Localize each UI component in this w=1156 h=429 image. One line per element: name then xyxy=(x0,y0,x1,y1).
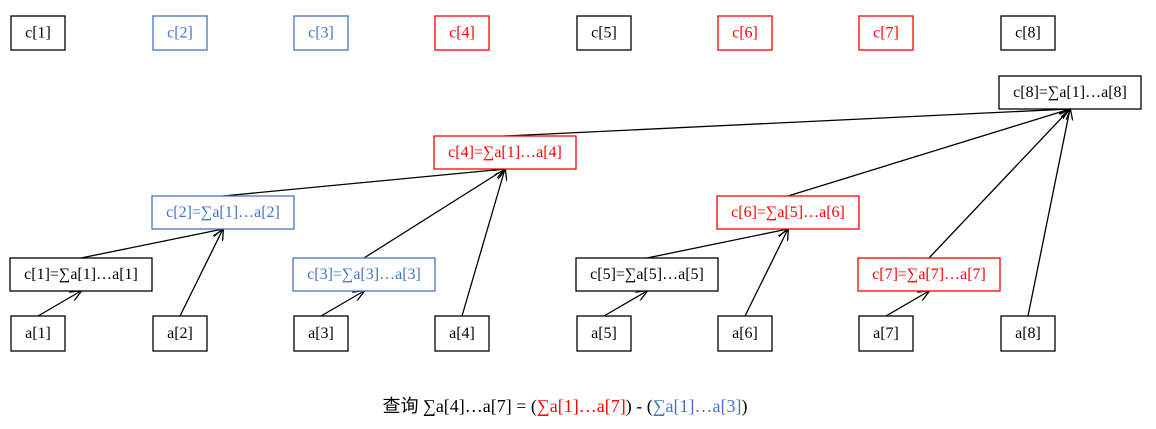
top-box-c6 xyxy=(717,15,773,51)
tree-box-n6 xyxy=(716,195,860,230)
tree-label-n2: c[2]=∑a[1]…a[2] xyxy=(166,204,280,221)
top-label-c7: c[7] xyxy=(873,25,899,42)
edge-a7-to-n7 xyxy=(885,291,929,317)
query-suffix: ) xyxy=(742,396,748,417)
edge-a5-to-n5 xyxy=(603,291,647,317)
edge-a2-to-n2 xyxy=(179,229,223,317)
edge-n3-to-n4 xyxy=(363,169,505,259)
array-label-a1: a[1] xyxy=(25,325,51,342)
query-part2: ∑a[1]…a[3] xyxy=(653,396,742,416)
edge-a1-to-n1 xyxy=(37,291,81,317)
tree-box-n5 xyxy=(575,257,719,292)
top-box-c1 xyxy=(10,15,66,51)
query-part1: ∑a[1]…a[7] xyxy=(537,396,626,416)
array-label-a7: a[7] xyxy=(873,325,899,342)
top-box-c3 xyxy=(293,15,349,51)
array-box-a4 xyxy=(434,315,490,352)
array-box-a5 xyxy=(576,315,632,352)
tree-box-n2 xyxy=(151,195,295,230)
array-label-a8: a[8] xyxy=(1015,325,1041,342)
array-label-a6: a[6] xyxy=(732,325,758,342)
top-box-c5 xyxy=(576,15,632,51)
tree-label-n6: c[6]=∑a[5]…a[6] xyxy=(731,204,845,221)
edge-n2-to-n4 xyxy=(222,169,505,197)
edge-n7-to-n8 xyxy=(928,109,1070,259)
tree-box-n8 xyxy=(998,75,1142,110)
top-label-c4: c[4] xyxy=(449,25,475,42)
edge-n6-to-n8 xyxy=(787,109,1070,197)
query-middle: ) - ( xyxy=(626,396,653,417)
array-label-a4: a[4] xyxy=(449,325,475,342)
array-box-a3 xyxy=(293,315,349,352)
top-label-c8: c[8] xyxy=(1015,25,1041,42)
array-label-a3: a[3] xyxy=(308,325,334,342)
tree-label-n3: c[3]=∑a[3]…a[3] xyxy=(307,266,421,283)
array-box-a1 xyxy=(10,315,66,352)
array-box-a2 xyxy=(152,315,208,352)
query-formula: 查询 ∑a[4]…a[7] = (∑a[1]…a[7]) - (∑a[1]…a[… xyxy=(382,396,747,417)
tree-box-n3 xyxy=(292,257,436,292)
array-label-a2: a[2] xyxy=(167,325,193,342)
edge-a3-to-n3 xyxy=(320,291,364,317)
tree-label-n4: c[4]=∑a[1]…a[4] xyxy=(448,144,562,161)
array-box-a6 xyxy=(717,315,773,352)
top-box-c4 xyxy=(434,15,490,51)
edge-n4-to-n8 xyxy=(504,109,1070,137)
top-label-c2: c[2] xyxy=(167,25,193,42)
edge-a6-to-n6 xyxy=(744,229,788,317)
tree-label-n1: c[1]=∑a[1]…a[1] xyxy=(24,266,138,283)
edge-n5-to-n6 xyxy=(646,229,788,259)
array-label-a5: a[5] xyxy=(591,325,617,342)
top-label-c6: c[6] xyxy=(732,25,758,42)
tree-box-n4 xyxy=(433,135,577,170)
top-box-c7 xyxy=(858,15,914,51)
top-row: c[1] c[2] c[3] c[4] c[5] c[6] c[7] c[8] xyxy=(10,15,1056,51)
edge-n1-to-n2 xyxy=(80,229,223,259)
array-row: a[1] a[2] a[3] a[4] a[5] a[6] a[7] a[8] xyxy=(10,315,1056,352)
tree-box-n1 xyxy=(9,257,153,292)
top-box-c8 xyxy=(1000,15,1056,51)
tree-label-n7: c[7]=∑a[7]…a[7] xyxy=(872,266,986,283)
tree-nodes: c[1]=∑a[1]…a[1] c[2]=∑a[1]…a[2] c[3]=∑a[3]… xyxy=(9,75,1142,292)
top-label-c5: c[5] xyxy=(591,25,617,42)
top-box-c2 xyxy=(152,15,208,51)
array-box-a7 xyxy=(858,315,914,352)
tree-box-n7 xyxy=(857,257,1001,292)
top-label-c1: c[1] xyxy=(25,25,51,42)
edge-a8-to-n8 xyxy=(1027,109,1070,317)
edge-a4-to-n4 xyxy=(461,169,505,317)
array-box-a8 xyxy=(1000,315,1056,352)
top-label-c3: c[3] xyxy=(308,25,334,42)
query-prefix: 查询 ∑a[4]…a[7] = ( xyxy=(382,396,536,417)
edges-layer xyxy=(37,109,1070,317)
tree-label-n8: c[8]=∑a[1]…a[8] xyxy=(1013,84,1127,101)
tree-label-n5: c[5]=∑a[5]…a[5] xyxy=(590,266,704,283)
